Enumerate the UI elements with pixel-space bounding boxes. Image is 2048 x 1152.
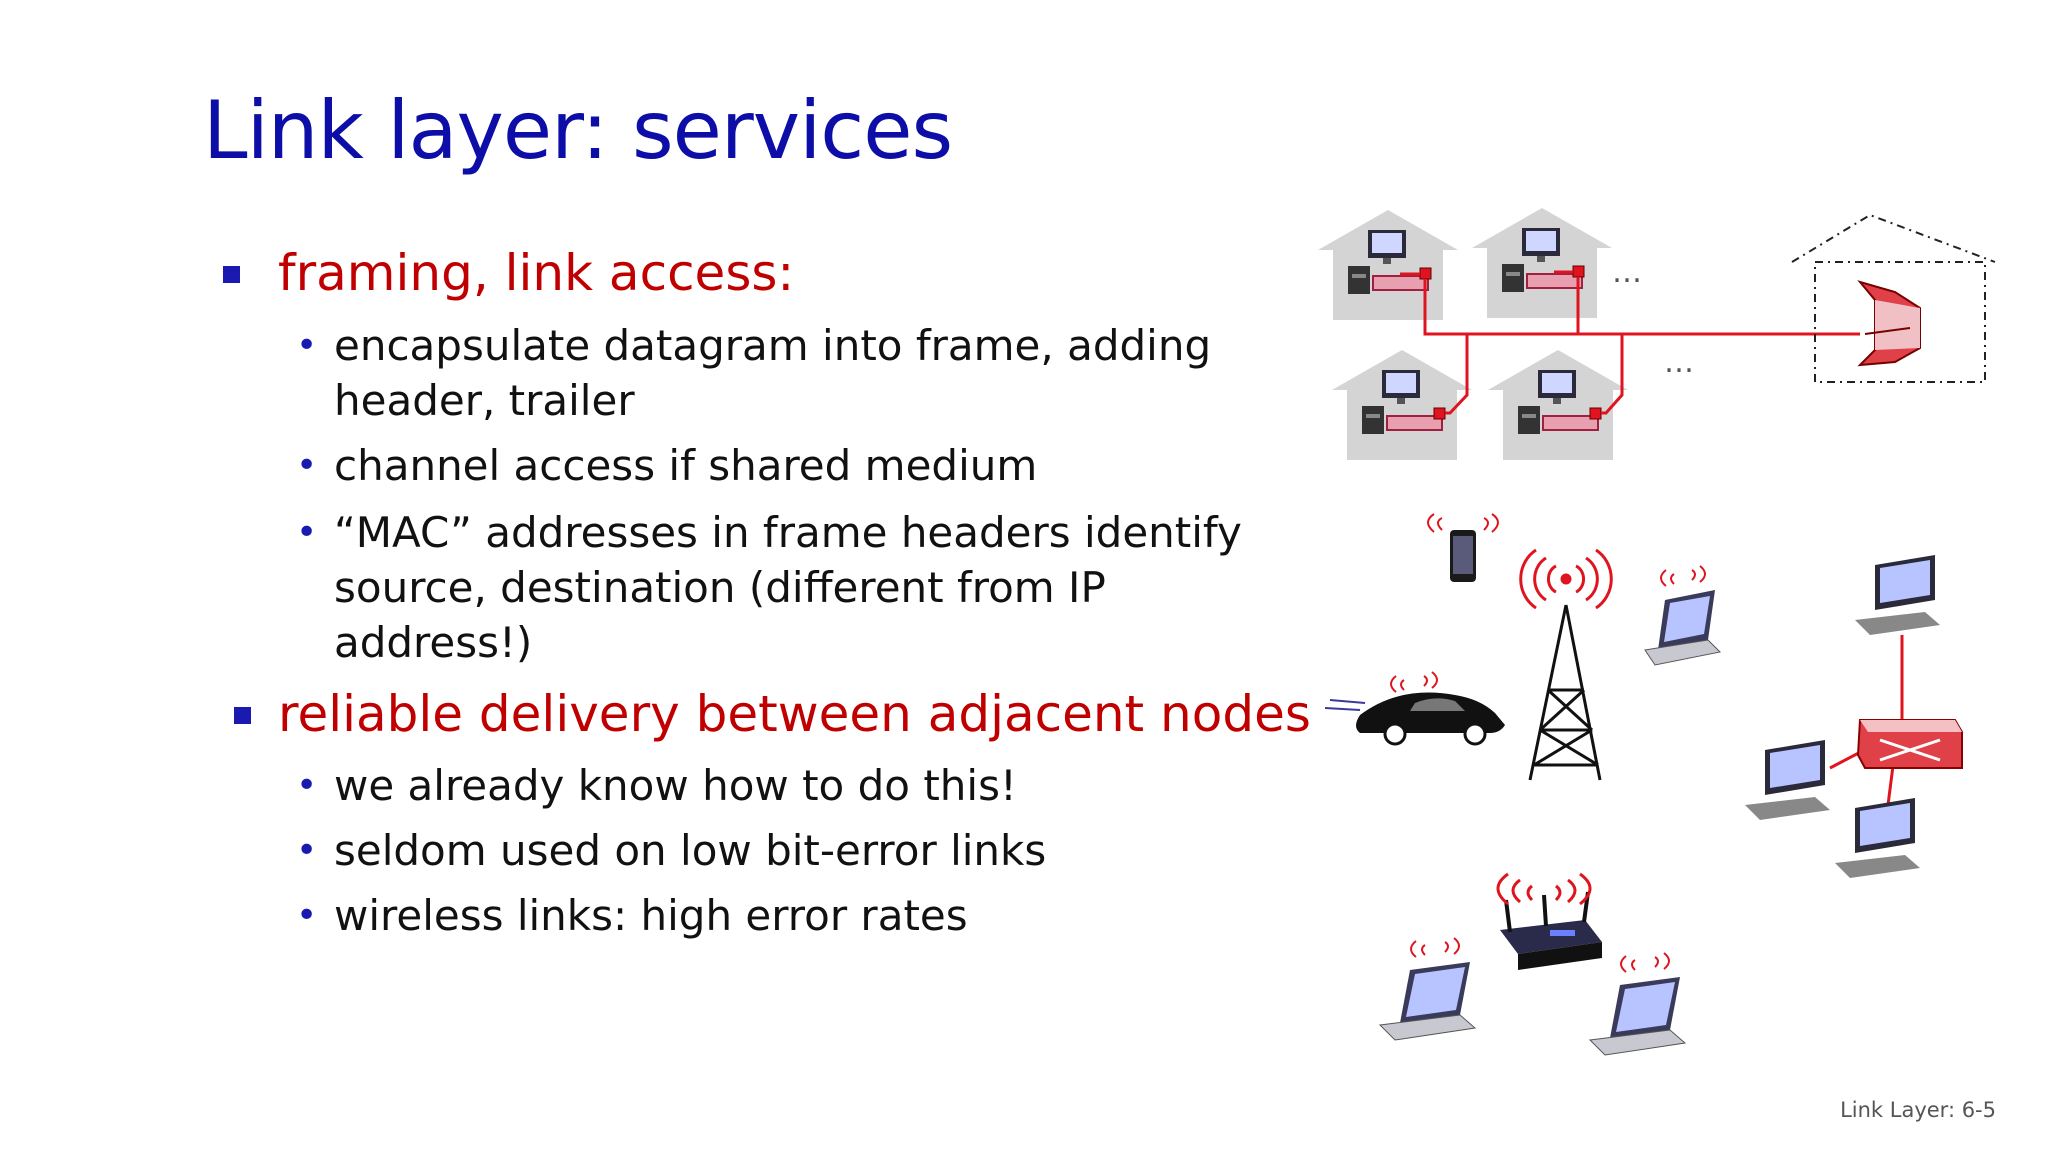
slide-title: Link layer: services xyxy=(203,84,953,177)
wireless-signal-icon xyxy=(1410,937,1460,958)
round-bullet-icon: • xyxy=(296,765,318,806)
wireless-signal-icon xyxy=(1620,952,1670,973)
laptop-icon xyxy=(1588,977,1687,1056)
home-network-diagram xyxy=(1318,208,1996,460)
cable-modem-icon xyxy=(1419,267,1432,280)
bullet-item: • encapsulate datagram into frame, addin… xyxy=(296,318,1234,428)
house-icon xyxy=(1332,350,1472,460)
desktop-computer-icon xyxy=(1745,740,1830,820)
cable-modem-icon xyxy=(1589,407,1602,420)
wireless-signal-icon xyxy=(1390,671,1438,693)
house-icon xyxy=(1488,350,1628,460)
square-bullet-icon xyxy=(223,266,240,283)
bullet-item: • we already know how to do this! xyxy=(296,758,1234,813)
wifi-access-point-icon xyxy=(1500,891,1602,970)
cable-modem-icon xyxy=(1572,265,1585,278)
smartphone-icon xyxy=(1450,530,1476,582)
square-bullet-icon xyxy=(234,707,251,724)
section-heading-text: framing, link access: xyxy=(278,244,795,302)
ellipsis: … xyxy=(1612,255,1646,290)
bullet-item: • channel access if shared medium xyxy=(296,438,1234,493)
switched-lan-diagram xyxy=(1745,555,1963,878)
section-heading-reliable-delivery: reliable delivery between adjacent nodes xyxy=(234,685,1311,743)
wifi-network-diagram xyxy=(1378,872,1687,1056)
laptop-icon xyxy=(1644,590,1722,666)
section-heading-text: reliable delivery between adjacent nodes xyxy=(278,685,1311,743)
desktop-computer-icon xyxy=(1855,555,1940,635)
bullet-text: encapsulate datagram into frame, adding … xyxy=(334,321,1212,425)
bullet-text: channel access if shared medium xyxy=(334,441,1038,490)
round-bullet-icon: • xyxy=(296,830,318,871)
wireless-signal-icon xyxy=(1660,565,1706,587)
cell-tower-icon xyxy=(1528,604,1602,781)
bullet-text: we already know how to do this! xyxy=(334,761,1017,810)
car-icon xyxy=(1324,692,1505,746)
wireless-signal-icon xyxy=(1496,872,1592,906)
bullet-item: • “MAC” addresses in frame headers ident… xyxy=(296,505,1284,670)
house-icon xyxy=(1318,210,1458,320)
round-bullet-icon: • xyxy=(296,325,318,366)
bullet-text: seldom used on low bit-error links xyxy=(334,826,1047,875)
cellular-wireless-diagram xyxy=(1324,513,1722,781)
head-end-house-outline xyxy=(1791,213,1996,263)
laptop-icon xyxy=(1378,962,1477,1041)
bullet-item: • wireless links: high error rates xyxy=(296,888,1234,943)
section-heading-framing: framing, link access: xyxy=(223,244,795,302)
round-bullet-icon: • xyxy=(296,512,318,553)
slide-footer: Link Layer: 6-5 xyxy=(1840,1098,1996,1122)
bullet-text: wireless links: high error rates xyxy=(334,891,968,940)
router-icon xyxy=(1857,280,1921,367)
desktop-computer-icon xyxy=(1835,798,1920,878)
wireless-signal-icon xyxy=(1519,548,1613,610)
house-icon xyxy=(1472,208,1612,318)
round-bullet-icon: • xyxy=(296,895,318,936)
bullet-item: • seldom used on low bit-error links xyxy=(296,823,1234,878)
ethernet-switch-icon xyxy=(1856,719,1963,769)
round-bullet-icon: • xyxy=(296,445,318,486)
wireless-signal-icon xyxy=(1427,513,1499,533)
cable-modem-icon xyxy=(1433,407,1446,420)
bullet-text: “MAC” addresses in frame headers identif… xyxy=(334,508,1242,667)
ellipsis: … xyxy=(1664,345,1698,380)
head-end-box-outline xyxy=(1814,261,1986,383)
